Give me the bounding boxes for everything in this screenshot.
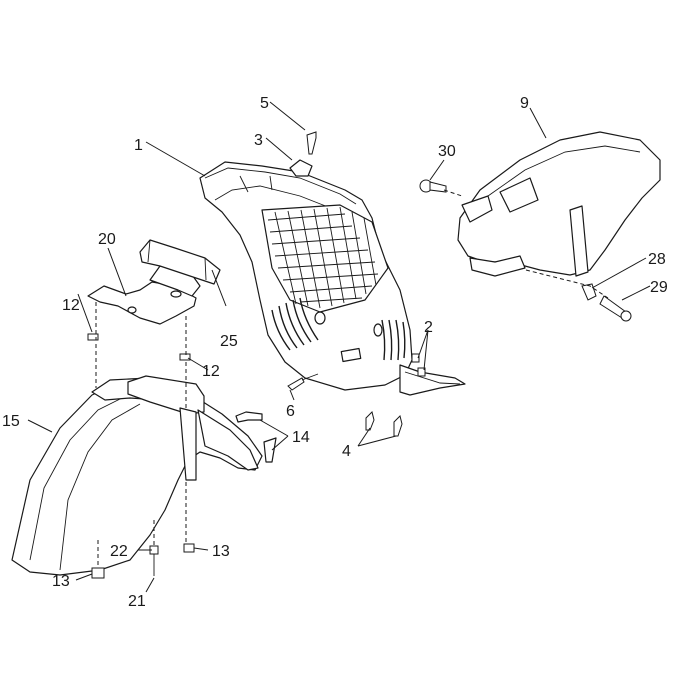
vent-slots-left xyxy=(271,297,319,351)
callout-6: 6 xyxy=(286,403,295,420)
fastener-part-12 xyxy=(87,333,191,361)
callout-12-left: 12 xyxy=(62,297,80,314)
callout-9: 9 xyxy=(520,95,529,112)
leg-shield-part-1 xyxy=(199,161,466,396)
front-mudguard-part-15 xyxy=(11,375,263,576)
screw-part-29 xyxy=(599,295,632,322)
nuts-part-2 xyxy=(411,353,426,377)
bracket-part-25 xyxy=(139,239,221,285)
callout-2: 2 xyxy=(424,319,433,336)
grille-mesh xyxy=(267,206,379,309)
callout-5: 5 xyxy=(260,95,269,112)
callout-30: 30 xyxy=(438,143,456,160)
callout-20: 20 xyxy=(98,231,116,248)
screws-part-4 xyxy=(365,411,403,437)
callout-3: 3 xyxy=(254,132,263,149)
clip-part-3 xyxy=(289,159,313,177)
callout-28: 28 xyxy=(648,251,666,268)
bracket-part-20 xyxy=(87,265,201,325)
callout-29: 29 xyxy=(650,279,668,296)
clip-part-14 xyxy=(235,411,277,463)
callout-25: 25 xyxy=(220,333,238,350)
callout-12-right: 12 xyxy=(202,363,220,380)
rear-mudguard-part-9 xyxy=(457,131,661,277)
screw-part-5 xyxy=(306,131,317,155)
callout-22: 22 xyxy=(110,543,128,560)
screw-part-30 xyxy=(419,179,447,193)
callout-13-left: 13 xyxy=(52,573,70,590)
callout-15: 15 xyxy=(2,413,20,430)
callout-21: 21 xyxy=(128,593,146,610)
callout-13-right: 13 xyxy=(212,543,230,560)
callout-4: 4 xyxy=(342,443,351,460)
fasteners-lower xyxy=(91,543,195,579)
vent-slots-right xyxy=(381,319,406,361)
callout-14: 14 xyxy=(292,429,310,446)
callout-1: 1 xyxy=(134,137,143,154)
screw-part-6 xyxy=(287,373,319,391)
